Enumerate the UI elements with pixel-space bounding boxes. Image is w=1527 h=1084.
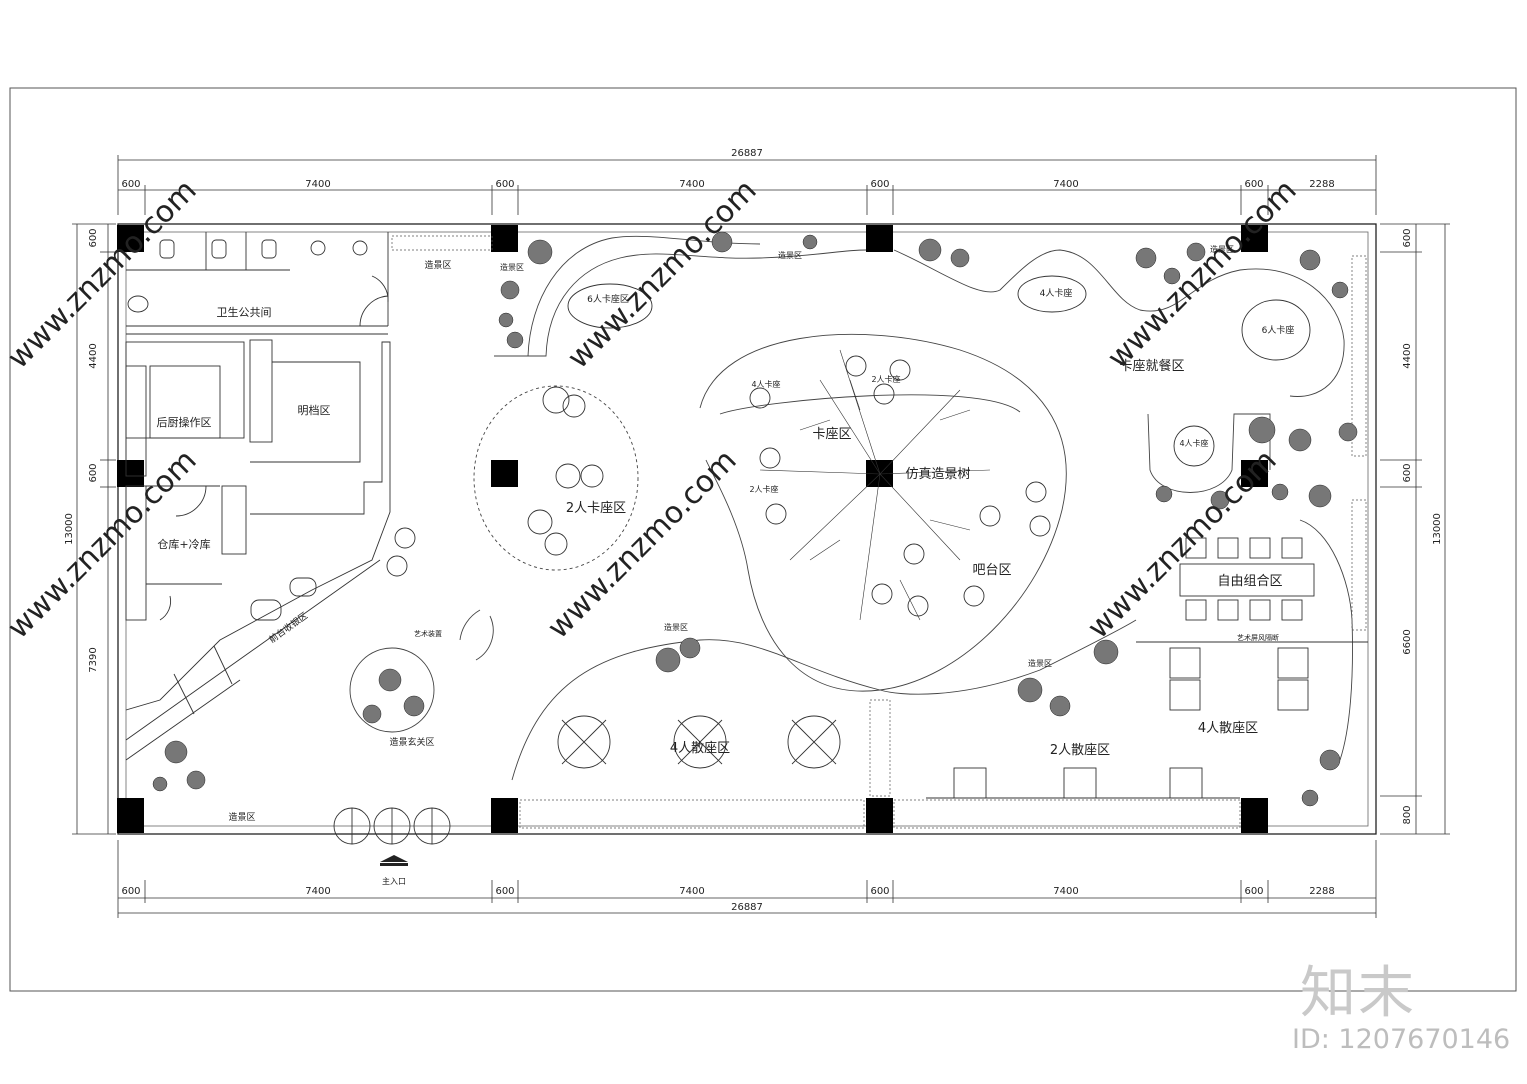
label-booth-4-center: 4人卡座 [1179,438,1208,448]
watermark-brand: 知末 [1300,961,1416,1026]
bottom-dimension-texts: 600 7400 600 7400 600 7400 600 2288 2688… [121,886,1334,913]
dim-top-3: 600 [495,179,514,190]
left-dimension-texts: 13000 600 4400 600 7390 [64,228,99,672]
dim-right-3: 600 [1402,463,1413,482]
label-restroom: 卫生公共间 [217,305,272,319]
label-tree: 仿真造景树 [905,467,970,482]
restroom-block [126,232,389,335]
outer-wall [117,223,1377,835]
dim-top-1: 600 [121,179,140,190]
label-art-installation: 艺术装置 [414,629,442,638]
dim-right-total: 13000 [1432,513,1443,545]
dim-left-1: 600 [88,228,99,247]
kitchen-block [125,339,416,761]
dim-bottom-total: 26887 [731,902,763,913]
dim-right-5: 800 [1402,805,1413,824]
dim-top-total: 26887 [731,148,763,159]
top-dimension-texts: 26887 600 7400 600 7400 600 7400 600 228… [121,148,1334,190]
label-kitchen: 后厨操作区 [157,415,212,429]
label-loose-4-right: 4人散座区 [1198,721,1258,736]
label-foyer: 造景玄关区 [389,736,434,748]
label-booth-4-right: 4人卡座 [1040,287,1073,299]
entrance-arrow-icon [380,855,408,862]
sheet-border [9,87,1517,992]
label-loose-4-left: 4人散座区 [670,741,730,756]
watermark-site-2: www.znzmo.com [561,173,764,376]
loose-tables [527,275,1311,769]
watermark-site-6: www.znzmo.com [1081,443,1284,646]
dim-left-2: 4400 [88,343,99,368]
site-watermarks: www.znzmo.com www.znzmo.com www.znzmo.co… [1,173,1304,646]
dim-left-4: 7390 [88,647,99,672]
label-free-area: 自由组合区 [1217,574,1282,589]
right-dimension-texts: 13000 600 4400 600 6600 800 [1402,228,1443,824]
dim-top-8: 2288 [1309,179,1334,190]
bottom-dimension-lines [117,840,1377,918]
label-booth-2-small-2: 2人卡座 [749,484,778,494]
label-scenery-4: 造景区 [1210,244,1234,254]
label-booth-6: 6人卡座区 [587,293,629,305]
dim-right-2: 4400 [1402,343,1413,368]
watermark-site-3: www.znzmo.com [1101,173,1304,376]
label-booth-2: 2人卡座区 [566,501,626,516]
planter-strips [391,235,1367,829]
dim-top-4: 7400 [679,179,704,190]
dim-bottom-2: 7400 [305,886,330,897]
dim-left-total: 13000 [64,513,75,545]
dim-top-5: 600 [870,179,889,190]
left-dimension-lines [72,223,116,835]
dim-bottom-6: 7400 [1053,886,1078,897]
label-art-screen: 艺术屏风隔断 [1237,633,1279,642]
dim-bottom-8: 2288 [1309,886,1334,897]
watermark-site-5: www.znzmo.com [541,443,744,646]
label-booth-6-right: 6人卡座 [1262,324,1295,336]
label-bar: 吧台区 [972,563,1011,578]
dim-bottom-7: 600 [1244,886,1263,897]
label-scenery-2: 造景区 [500,262,524,272]
dim-top-6: 7400 [1053,179,1078,190]
dim-top-2: 7400 [305,179,330,190]
watermark-site-1: www.znzmo.com [1,173,204,376]
label-scenery-6: 造景区 [1028,658,1052,668]
label-booth-2-small-1: 2人卡座 [871,374,900,384]
label-loose-2: 2人散座区 [1050,743,1110,758]
label-booth-area: 卡座区 [812,427,851,442]
dim-right-1: 600 [1402,228,1413,247]
plant-clusters [152,231,1358,807]
label-main-entrance: 主入口 [382,876,406,886]
label-front-desk: 前台收银区 [267,609,310,645]
tree-sketch [759,349,991,621]
dim-left-3: 600 [88,463,99,482]
dim-bottom-4: 7400 [679,886,704,897]
label-open-kitchen: 明档区 [298,403,331,417]
label-booth-4-small: 4人卡座 [751,379,780,389]
entrance-marker-icon [380,863,408,866]
top-dimension-lines [117,155,1377,215]
curve-outlines [349,235,1353,781]
dim-right-4: 6600 [1402,629,1413,654]
dim-top-7: 600 [1244,179,1263,190]
label-scenery-3: 造景区 [778,250,802,260]
dim-bottom-1: 600 [121,886,140,897]
label-storage: 仓库+冷库 [157,537,210,551]
label-scenery-7: 造景区 [228,811,255,823]
watermark-id: ID: 1207670146 [1292,1024,1511,1055]
dim-bottom-3: 600 [495,886,514,897]
free-area-grid [926,537,1368,799]
right-dimension-lines [1380,223,1450,835]
label-booth-dining: 卡座就餐区 [1119,358,1184,374]
label-scenery-5: 造景区 [664,622,688,632]
entrance-doors [333,807,451,845]
dim-bottom-5: 600 [870,886,889,897]
label-scenery-1: 造景区 [424,259,451,271]
